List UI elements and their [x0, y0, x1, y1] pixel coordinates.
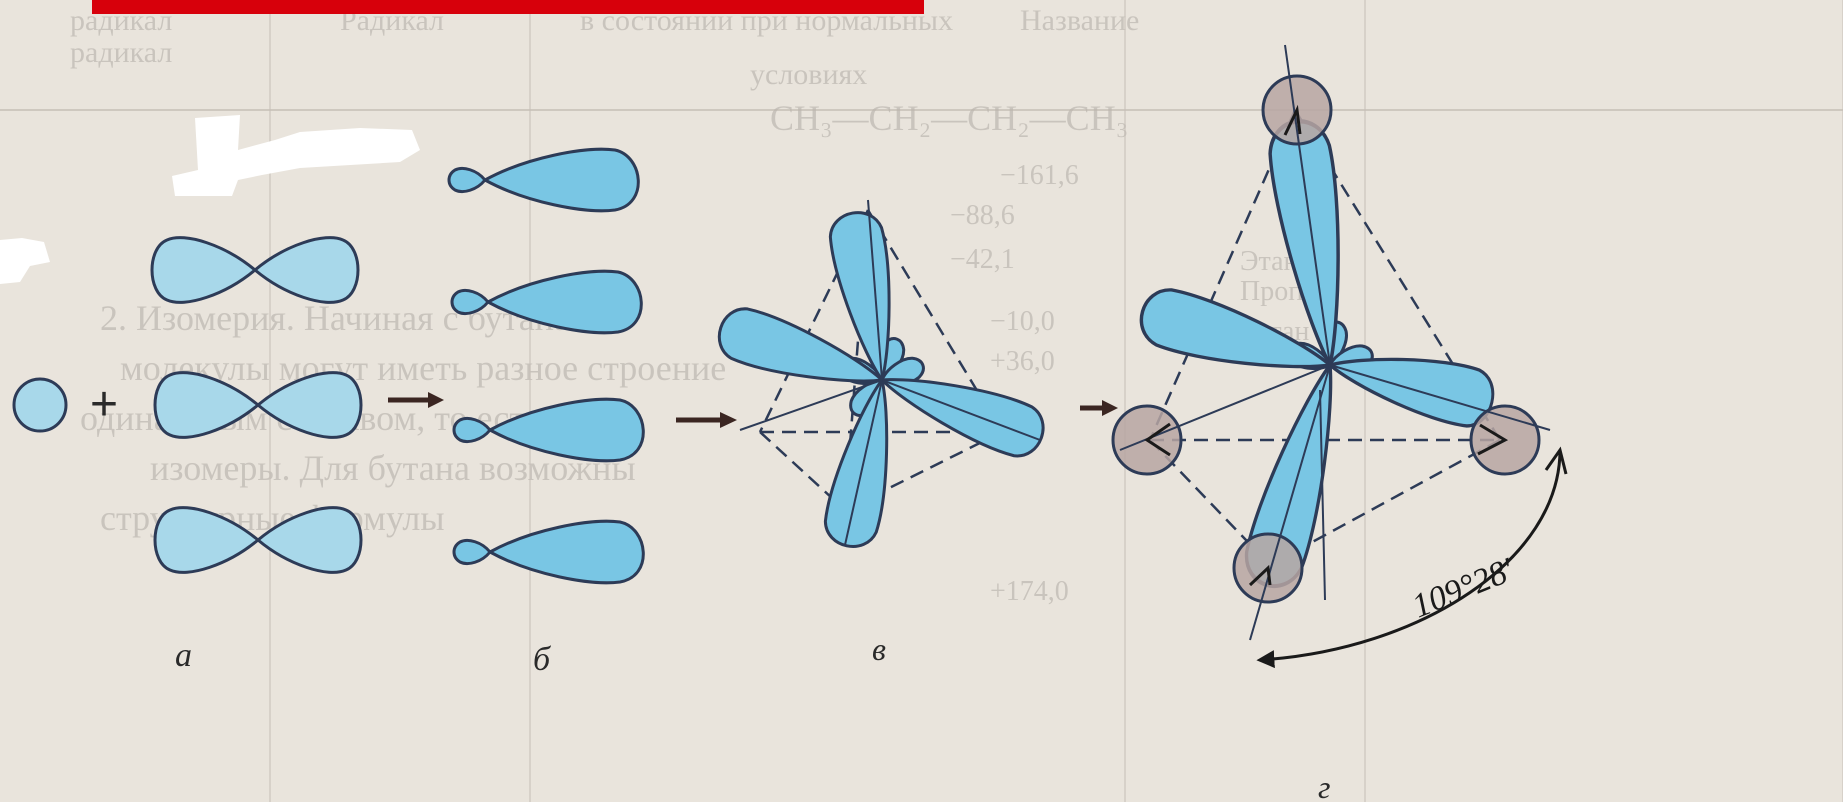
panel-b-hybrid-orbitals: б	[447, 147, 645, 678]
s-orbital	[12, 377, 68, 433]
panel-v-tetrahedral-orbitals: в	[711, 199, 1052, 667]
svg-text:−88,6: −88,6	[950, 200, 1015, 231]
arrow-b-to-v	[676, 412, 737, 428]
svg-text:−161,6: −161,6	[1000, 160, 1079, 191]
svg-text:CH₃—CH₂—CH₂—CH₃: CH₃—CH₂—CH₂—CH₃	[770, 98, 1128, 138]
white-blotches	[0, 115, 420, 284]
hybrid-orbital-4	[452, 519, 645, 585]
label-g: г	[1318, 769, 1330, 802]
svg-text:−42,1: −42,1	[950, 244, 1015, 275]
hybrid-orbital-1	[447, 147, 640, 213]
svg-text:условиях: условиях	[750, 58, 867, 91]
panel-a-orbitals: + а	[12, 236, 363, 674]
svg-text:+174,0: +174,0	[990, 576, 1069, 607]
arrow-v-to-g	[1080, 400, 1118, 416]
arrow-a-to-b	[388, 392, 444, 408]
svg-text:−10,0: −10,0	[990, 306, 1055, 337]
p-orbital-1	[150, 236, 360, 304]
label-a: а	[175, 637, 192, 674]
svg-text:радикал: радикал	[70, 36, 172, 69]
panel-g-methane-model: 109°28′ г	[1111, 44, 1568, 802]
angle-arc	[1256, 449, 1562, 669]
plus-sign: +	[90, 378, 118, 431]
svg-text:Название: Название	[1020, 4, 1139, 37]
svg-text:+36,0: +36,0	[990, 346, 1055, 377]
red-redaction-bar	[92, 0, 924, 14]
label-v: в	[872, 631, 886, 667]
label-b: б	[533, 641, 552, 678]
angle-label: 109°28′	[1407, 551, 1520, 625]
